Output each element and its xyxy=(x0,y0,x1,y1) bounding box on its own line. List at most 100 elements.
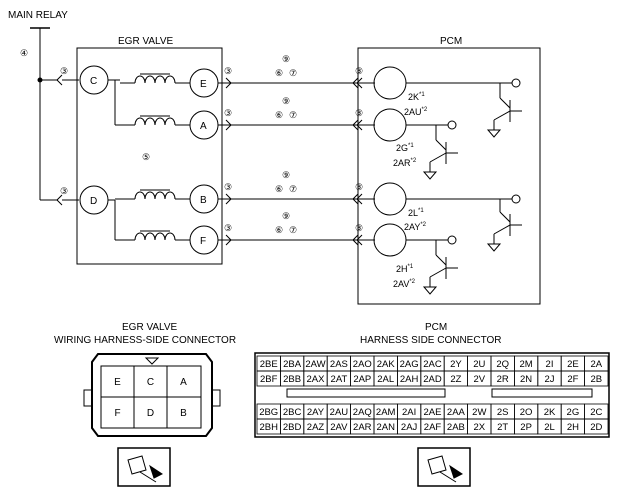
pcm-pin-label-3: 2L*1 2AY*2 xyxy=(404,208,427,232)
callout-3: ③ xyxy=(224,223,232,233)
pcm-connector-pin: 2AO xyxy=(353,359,372,370)
pcm-connector-pin: 2BF xyxy=(260,374,278,385)
callout-3: ③ xyxy=(224,182,232,192)
pcm-title: PCM xyxy=(440,36,462,47)
pcm-connector-pin: 2X xyxy=(473,422,485,433)
wire-callouts-row4: ⑨ ⑥ ⑦ xyxy=(275,211,297,235)
pcm-connector-pin: 2S xyxy=(497,407,509,418)
pcm-connector-pin: 2AP xyxy=(353,374,371,385)
pcm-connector-pin: 2V xyxy=(473,374,485,385)
egr-connector-pin: F xyxy=(114,408,120,419)
pcm-connector-pin: 2AI xyxy=(402,407,416,418)
svg-text:2AU*2: 2AU*2 xyxy=(404,107,428,117)
pcm-pin-label-2: 2G*1 2AR*2 xyxy=(393,143,417,168)
pcm-connector-pin: 2J xyxy=(544,374,554,385)
pcm-connector-pin: 2AR xyxy=(353,422,372,433)
svg-text:2L*1: 2L*1 xyxy=(408,208,424,218)
svg-text:⑦: ⑦ xyxy=(289,225,297,235)
callout-8: ⑧ xyxy=(355,66,363,76)
pcm-pin-label-1: 2K*1 2AU*2 xyxy=(404,92,428,117)
main-relay-label: MAIN RELAY xyxy=(8,10,68,21)
egr-pin-d: D xyxy=(90,196,97,207)
pcm-connector-pin: 2AF xyxy=(424,422,442,433)
pcm-connector-pin: 2P xyxy=(520,422,532,433)
egr-connector-pin: B xyxy=(180,408,187,419)
svg-text:⑥: ⑥ xyxy=(275,225,283,235)
egr-valve-title: EGR VALVE xyxy=(118,36,174,47)
egr-connector-pin: D xyxy=(147,408,154,419)
pcm-pin-label-4: 2H*1 2AV*2 xyxy=(393,264,416,289)
pcm-connector-pin: 2BB xyxy=(283,374,301,385)
pcm-connector-pin: 2BG xyxy=(259,407,278,418)
pcm-connector-pin: 2A xyxy=(590,359,602,370)
svg-text:⑦: ⑦ xyxy=(289,110,297,120)
svg-text:2AY*2: 2AY*2 xyxy=(404,222,427,232)
pcm-connector-pin: 2AV xyxy=(330,422,348,433)
pcm-connector-pin: 2AM xyxy=(376,407,396,418)
pcm-connector-pin: 2L xyxy=(544,422,555,433)
pcm-connector-pin: 2AN xyxy=(376,422,395,433)
wire-callouts-row3: ⑨ ⑥ ⑦ xyxy=(275,170,297,194)
pcm-connector-pin: 2D xyxy=(590,422,602,433)
pcm-connector-pin: 2AG xyxy=(400,359,419,370)
pcm-connector-pin: 2I xyxy=(546,359,554,370)
wire-callouts-row2: ⑨ ⑥ ⑦ xyxy=(275,96,297,120)
egr-connector-face: EGR VALVE WIRING HARNESS-SIDE CONNECTOR … xyxy=(54,322,236,487)
pcm-connector-pin: 2R xyxy=(497,374,509,385)
pcm-connector-pin: 2AB xyxy=(447,422,465,433)
callout-5: ⑤ xyxy=(142,152,150,162)
svg-text:⑥: ⑥ xyxy=(275,110,283,120)
pcm-connector-pin: 2M xyxy=(519,359,532,370)
svg-text:2AV*2: 2AV*2 xyxy=(393,279,416,289)
pcm-connector-pin: 2AT xyxy=(331,374,348,385)
svg-text:⑥: ⑥ xyxy=(275,184,283,194)
egr-connector-title-2: WIRING HARNESS-SIDE CONNECTOR xyxy=(54,335,236,346)
egr-connector-pin: C xyxy=(147,377,154,388)
pcm-connector-pin: 2AY xyxy=(307,407,325,418)
pcm-connector-pin: 2BH xyxy=(259,422,278,433)
egr-pin-c: C xyxy=(90,76,97,87)
pcm-connector-pin: 2AW xyxy=(305,359,325,370)
pcm-connector-pin: 2AL xyxy=(377,374,394,385)
pcm-connector-pin: 2AX xyxy=(307,374,326,385)
pcm-connector-title-2: HARNESS SIDE CONNECTOR xyxy=(360,335,502,346)
pcm-connector-pin: 2C xyxy=(590,407,602,418)
pcm-connector-pin: 2O xyxy=(520,407,533,418)
egr-pin-e: E xyxy=(200,79,207,90)
pcm-connector-pin: 2B xyxy=(590,374,602,385)
callout-3: ③ xyxy=(60,186,68,196)
pcm-connector-pin: 2F xyxy=(567,374,578,385)
svg-text:2G*1: 2G*1 xyxy=(396,143,414,153)
pcm-connector-pin: 2E xyxy=(567,359,579,370)
callout-8: ⑧ xyxy=(355,182,363,192)
pcm-connector-title-1: PCM xyxy=(425,322,447,333)
pcm-connector-pin: 2T xyxy=(497,422,508,433)
pcm-connector-pin: 2BE xyxy=(260,359,278,370)
egr-pin-a: A xyxy=(200,121,207,132)
pcm-connector-pin: 2AE xyxy=(424,407,442,418)
svg-text:⑨: ⑨ xyxy=(282,170,290,180)
pcm-connector-pin: 2Z xyxy=(450,374,461,385)
pcm-connector-pin: 2AC xyxy=(423,359,442,370)
svg-text:⑦: ⑦ xyxy=(289,68,297,78)
svg-text:⑨: ⑨ xyxy=(282,211,290,221)
egr-pin-f: F xyxy=(200,236,206,247)
pcm-connector-pin: 2AQ xyxy=(353,407,372,418)
pcm-connector-pin: 2AD xyxy=(423,374,442,385)
svg-text:2K*1: 2K*1 xyxy=(408,92,425,102)
egr-pin-b: B xyxy=(200,195,207,206)
pcm-connector-pin: 2G xyxy=(567,407,580,418)
pcm-connector-pin: 2Y xyxy=(450,359,462,370)
pcm-connector-pin: 2BC xyxy=(283,407,302,418)
egr-connector-pin: E xyxy=(114,377,121,388)
pcm-connector-pin: 2H xyxy=(567,422,579,433)
svg-text:2AR*2: 2AR*2 xyxy=(393,158,417,168)
svg-text:⑨: ⑨ xyxy=(282,54,290,64)
pcm-connector-pin: 2AH xyxy=(400,374,419,385)
pcm-connector-pin: 2U xyxy=(473,359,485,370)
svg-text:⑥: ⑥ xyxy=(275,68,283,78)
callout-3: ③ xyxy=(224,66,232,76)
callout-3: ③ xyxy=(60,66,68,76)
pcm-connector-pin: 2AK xyxy=(377,359,396,370)
